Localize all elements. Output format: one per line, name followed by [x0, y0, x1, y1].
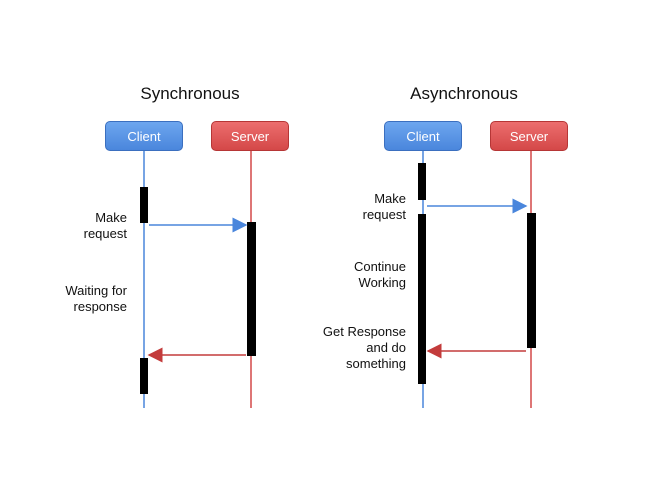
async-server-box: Server: [490, 121, 568, 151]
async-note-response: Get Response and do something: [322, 324, 406, 371]
sync-server-activation: [247, 222, 256, 356]
sync-server-box: Server: [211, 121, 289, 151]
async-server-activation: [527, 213, 536, 348]
sync-client-activation-2: [140, 358, 148, 394]
async-note-make-request: Make request: [362, 191, 406, 222]
async-client-box: Client: [384, 121, 462, 151]
sync-client-box: Client: [105, 121, 183, 151]
sync-note-make-request: Make request: [83, 210, 127, 241]
sync-note-waiting: Waiting for response: [65, 283, 127, 314]
sync-title: Synchronous: [140, 84, 240, 103]
sync-client-activation-1: [140, 187, 148, 223]
async-client-activation-2: [418, 214, 426, 384]
async-note-continue: Continue Working: [353, 259, 406, 290]
async-client-activation-1: [418, 163, 426, 200]
async-title: Asynchronous: [410, 84, 518, 103]
